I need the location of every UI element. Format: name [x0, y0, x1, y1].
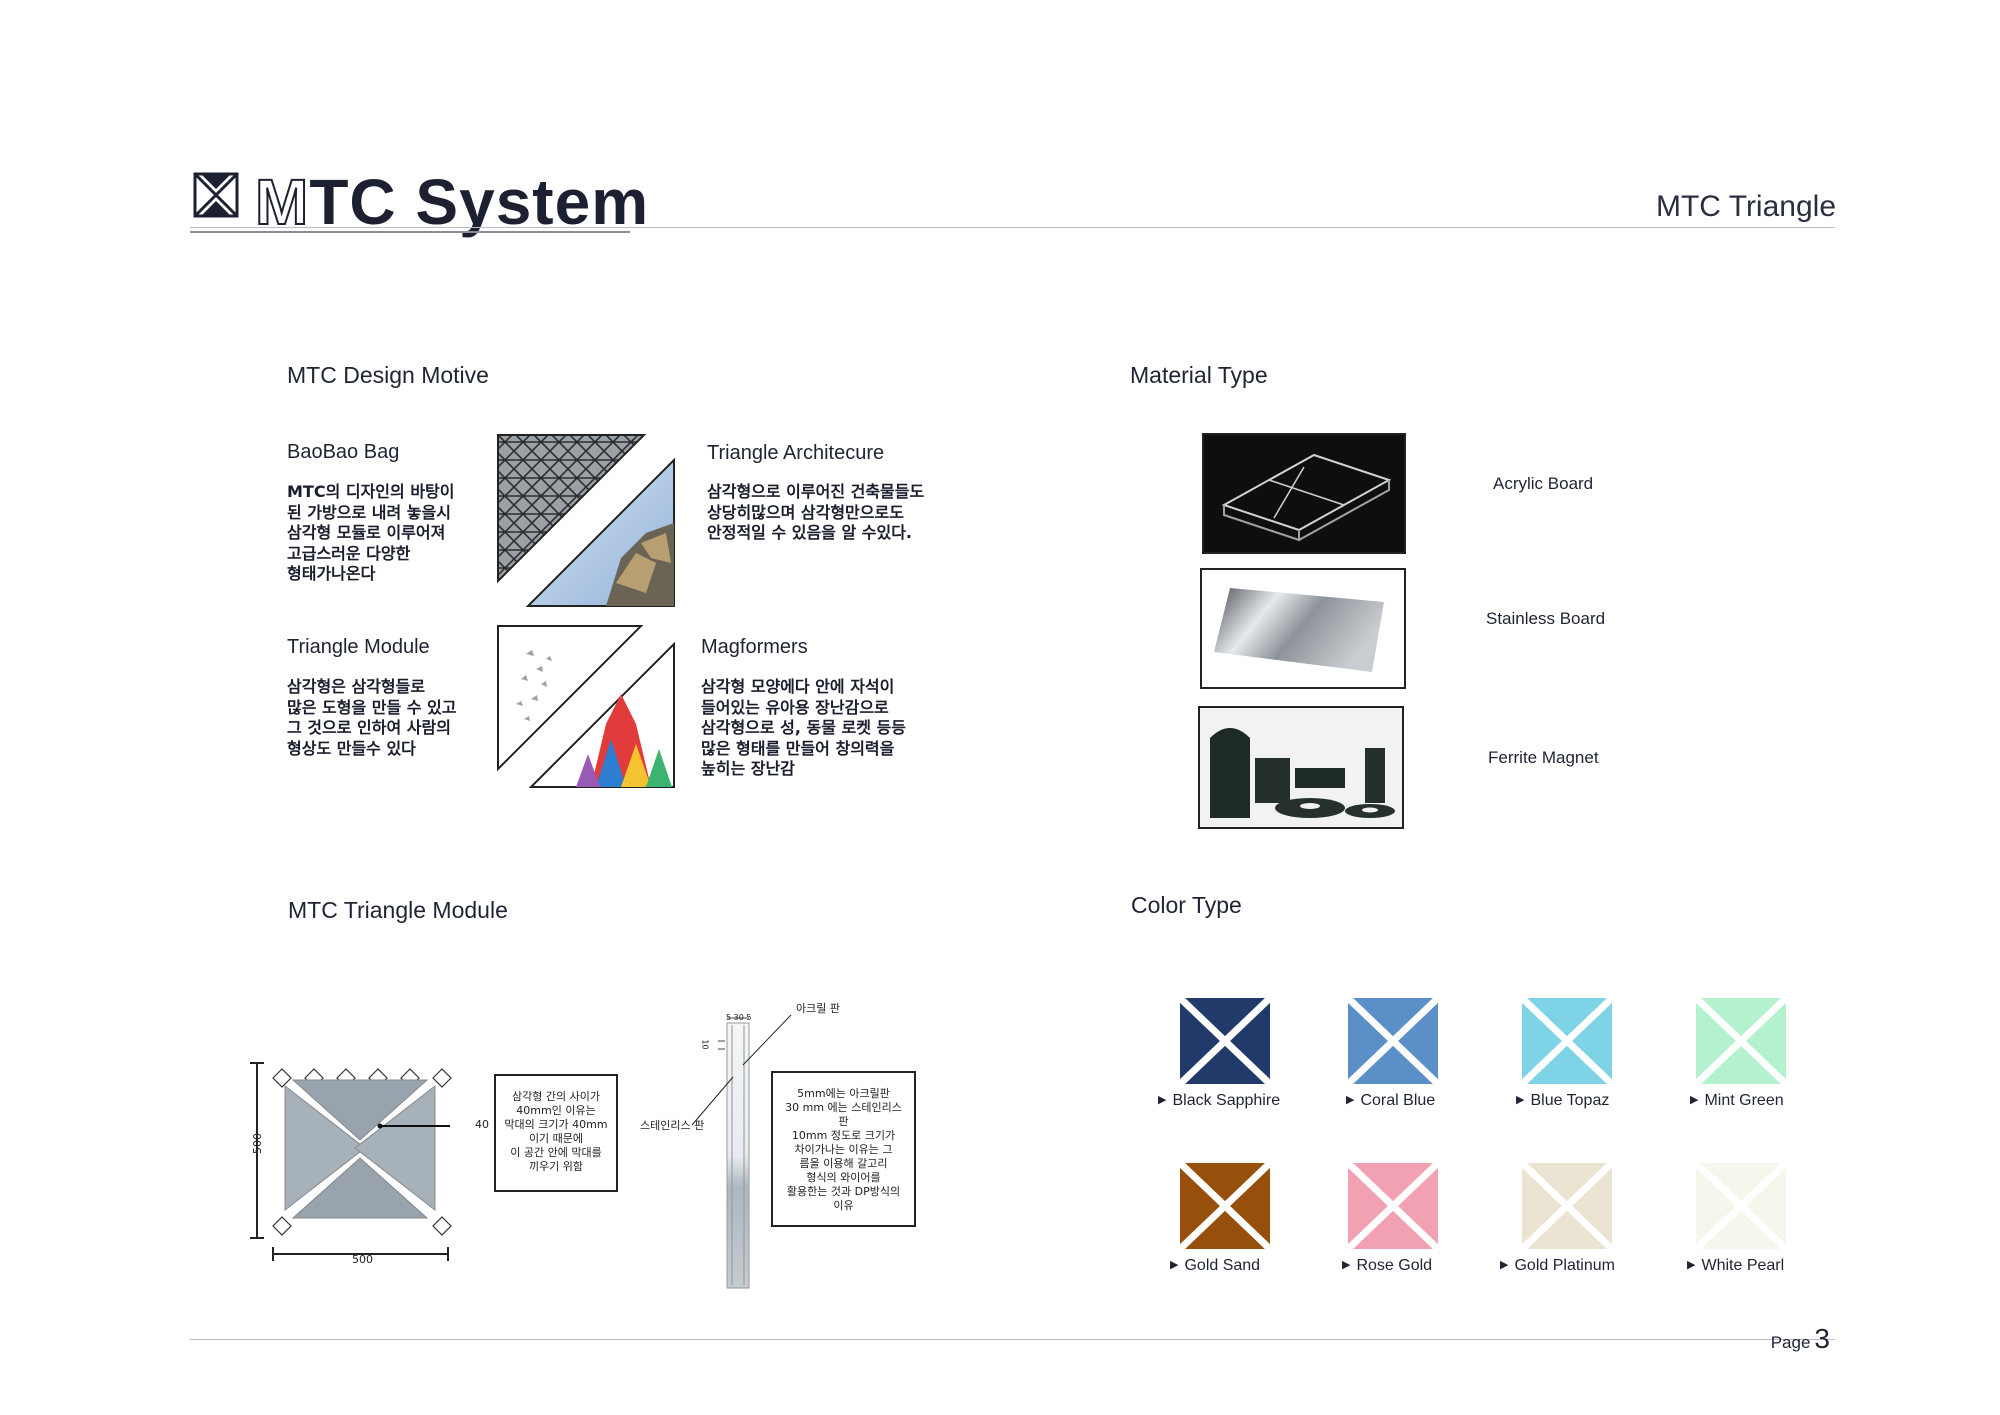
x-mark-icon — [1177, 1160, 1273, 1252]
color-swatch — [1693, 995, 1789, 1087]
dimension-height: 500 — [251, 1133, 264, 1154]
x-mark-icon — [1693, 1160, 1789, 1252]
page-title: MTC System — [254, 165, 650, 239]
color-swatch — [1693, 1160, 1789, 1252]
motive-item-title: Magformers — [701, 636, 808, 658]
module-title: MTC Triangle Module — [288, 897, 508, 923]
header-divider — [190, 227, 1835, 228]
color-label: White Pearl — [1687, 1257, 1784, 1275]
material-label: Acrylic Board — [1493, 474, 1594, 493]
material-title: Material Type — [1130, 362, 1268, 388]
color-swatch — [1177, 1160, 1273, 1252]
dimension-width: 500 — [352, 1253, 373, 1266]
dimension-gap: 40 — [475, 1118, 489, 1131]
header-underline — [190, 231, 630, 233]
rod-dimension-side: 10 — [700, 1039, 710, 1050]
motive-title: MTC Design Motive — [287, 362, 489, 388]
color-swatch — [1345, 1160, 1441, 1252]
acrylic-board-image — [1202, 433, 1406, 554]
module-panel-diagram — [250, 1062, 452, 1261]
stainless-board-image — [1200, 568, 1406, 689]
ferrite-magnet-image — [1198, 706, 1404, 829]
x-mark-icon — [1345, 1160, 1441, 1252]
motive-item-title: Triangle Module — [287, 636, 430, 658]
motive-item-title: Triangle Architecure — [707, 442, 885, 464]
color-swatch — [1519, 1160, 1615, 1252]
color-label: Black Sapphire — [1158, 1092, 1280, 1110]
color-swatch — [1345, 995, 1441, 1087]
x-mark-icon — [1177, 995, 1273, 1087]
x-mark-icon — [1519, 1160, 1615, 1252]
color-label: Gold Sand — [1170, 1257, 1260, 1275]
baobao-architecture-image — [497, 434, 675, 607]
mtc-logo-icon — [193, 172, 239, 218]
x-mark-icon — [1693, 995, 1789, 1087]
rod-dimension-top: 5 30 5 — [726, 1013, 752, 1022]
triangle-module-magformers-image — [497, 625, 675, 788]
color-swatch — [1177, 995, 1273, 1087]
color-label: Rose Gold — [1342, 1257, 1432, 1275]
color-label: Coral Blue — [1346, 1092, 1435, 1110]
section-name: MTC Triangle — [1655, 190, 1836, 223]
footer-divider — [190, 1339, 1835, 1340]
material-label: Ferrite Magnet — [1488, 748, 1599, 767]
color-title: Color Type — [1131, 892, 1242, 918]
acrylic-label: 아크릴 판 — [796, 1002, 840, 1015]
motive-item-title: BaoBao Bag — [287, 441, 400, 463]
color-label: Blue Topaz — [1516, 1092, 1609, 1110]
rod-section-diagram — [691, 1014, 792, 1289]
x-mark-icon — [1519, 995, 1615, 1087]
color-label: Gold Platinum — [1500, 1257, 1615, 1275]
color-swatch — [1519, 995, 1615, 1087]
x-mark-icon — [1345, 995, 1441, 1087]
material-label: Stainless Board — [1486, 609, 1606, 628]
color-label: Mint Green — [1690, 1092, 1783, 1110]
stainless-label: 스테인리스 판 — [640, 1119, 705, 1132]
